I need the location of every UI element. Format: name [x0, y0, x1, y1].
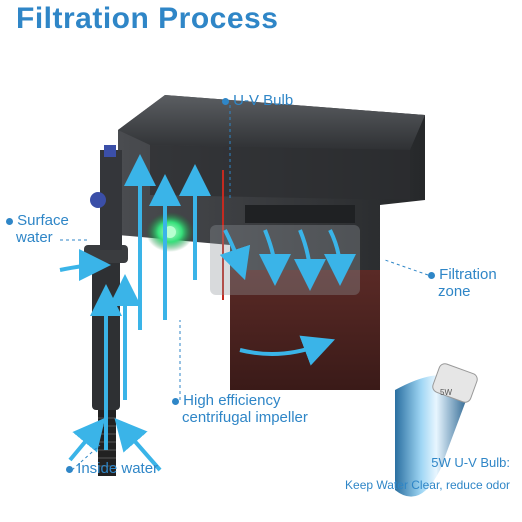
inside-water-label: Inside water — [66, 460, 158, 477]
flow-arrows — [59, 154, 356, 472]
filtration-zone-dot — [428, 271, 435, 279]
surface-water-line2: water — [16, 229, 53, 246]
bulb-spec-description: Keep Water Clear, reduce odor — [345, 478, 510, 492]
inside-water-text: Inside water — [77, 460, 159, 477]
filtration-zone-label: Filtration zone — [428, 266, 497, 300]
impeller-line1: High efficiency — [183, 392, 281, 409]
inside-water-dot — [66, 465, 73, 473]
surface-water-label: Surface water — [6, 212, 69, 246]
filtration-zone-line1: Filtration — [439, 266, 497, 283]
surface-water-dot — [6, 217, 13, 225]
filtration-zone-line2: zone — [438, 283, 471, 300]
impeller-label: High efficiency centrifugal impeller — [172, 392, 308, 426]
bulb-imprint: 5W — [440, 388, 452, 397]
uv-bulb-dot — [222, 97, 229, 105]
page-title: Filtration Process — [16, 2, 279, 35]
uv-bulb-product: 5W — [395, 363, 478, 497]
surface-water-line1: Surface — [17, 212, 69, 229]
bulb-spec-title: 5W U-V Bulb: — [431, 455, 510, 470]
impeller-line2: centrifugal impeller — [182, 409, 308, 426]
uv-bulb-label: U-V Bulb — [222, 92, 293, 109]
leader-lines — [60, 105, 429, 471]
uv-glow — [146, 212, 194, 252]
uv-bulb-text: U-V Bulb — [233, 92, 294, 109]
impeller-dot — [172, 397, 179, 405]
